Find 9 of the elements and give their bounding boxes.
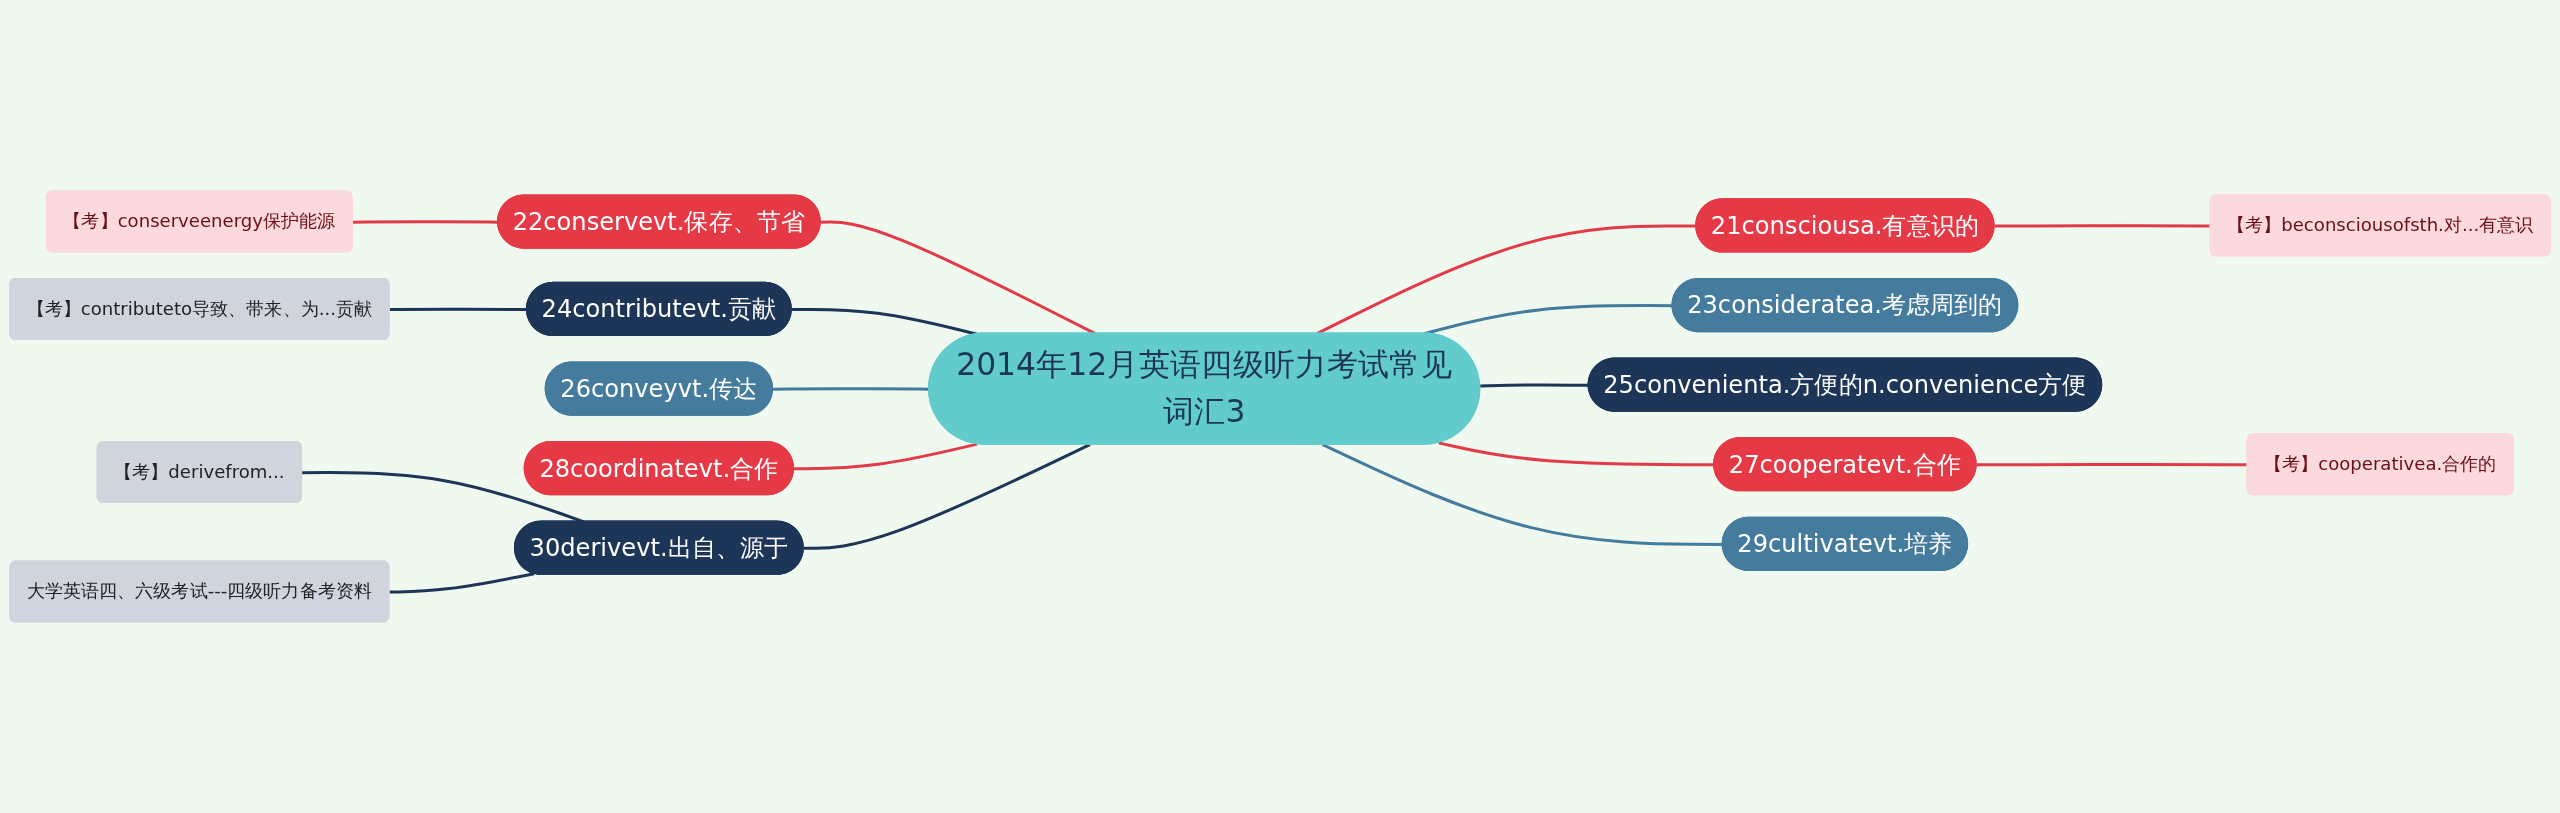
connector: [389, 572, 535, 594]
connector: [1994, 224, 2211, 228]
connector: [1321, 443, 1723, 546]
connector: [803, 443, 1091, 550]
connector: [794, 442, 978, 471]
connector: [1423, 304, 1673, 336]
connector: [791, 307, 978, 336]
connector: [1976, 462, 2248, 467]
connector: [1480, 383, 1589, 388]
